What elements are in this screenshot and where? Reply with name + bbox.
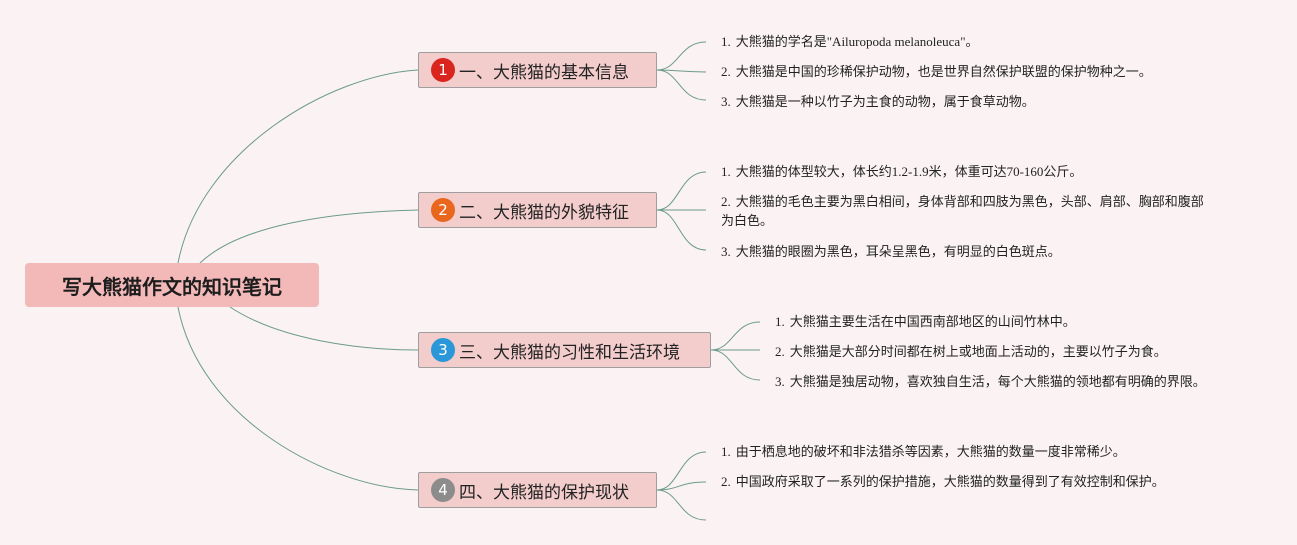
branch-1-to-leaf-3-line	[656, 69, 707, 101]
branch-4-to-leaf-1-line	[656, 451, 707, 491]
branch-topic-4[interactable]: 4 四、大熊猫的保护现状	[418, 472, 657, 508]
leaf-4-3-empty[interactable]	[721, 502, 726, 521]
branch-topic-3[interactable]: 3 三、大熊猫的习性和生活环境	[418, 332, 711, 368]
leaf-1-2[interactable]: 2.大熊猫是中国的珍稀保护动物，也是世界自然保护联盟的保护物种之一。	[721, 64, 1152, 79]
leaf-1-1[interactable]: 1.大熊猫的学名是"Ailuropoda melanoleuca"。	[721, 34, 979, 49]
leaf-3-2[interactable]: 2.大熊猫是大部分时间都在树上或地面上活动的，主要以竹子为食。	[775, 344, 1167, 359]
leaf-4-1[interactable]: 1.由于栖息地的破坏和非法猎杀等因素，大熊猫的数量一度非常稀少。	[721, 444, 1126, 459]
number-2-icon: 2	[431, 198, 455, 222]
branch-3-to-leaf-1-line	[710, 321, 761, 351]
branch-label: 一、大熊猫的基本信息	[459, 62, 629, 83]
branch-3-to-leaf-3-line	[710, 349, 761, 381]
leaf-4-2[interactable]: 2.中国政府采取了一系列的保护措施，大熊猫的数量得到了有效控制和保护。	[721, 474, 1165, 489]
number-3-icon: 3	[431, 338, 455, 362]
branch-4-to-leaf-3-line	[656, 489, 707, 521]
root-to-branch-2-line	[199, 209, 419, 264]
leaf-3-1[interactable]: 1.大熊猫主要生活在中国西南部地区的山间竹林中。	[775, 314, 1076, 329]
root-topic[interactable]: 写大熊猫作文的知识笔记	[25, 263, 319, 307]
branch-1-to-leaf-1-line	[656, 41, 707, 71]
branch-4-to-leaf-2-line	[656, 481, 707, 491]
leaf-2-2[interactable]: 2.大熊猫的毛色主要为黑白相间，身体背部和四肢为黑色，头部、肩部、胸部和腹部为白…	[721, 194, 1204, 228]
branch-label: 三、大熊猫的习性和生活环境	[459, 342, 680, 363]
leaf-1-3[interactable]: 3.大熊猫是一种以竹子为主食的动物，属于食草动物。	[721, 94, 1035, 109]
branch-label: 四、大熊猫的保护现状	[459, 482, 629, 503]
branch-topic-2[interactable]: 2 二、大熊猫的外貌特征	[418, 192, 657, 228]
leaf-2-3[interactable]: 3.大熊猫的眼圈为黑色，耳朵呈黑色，有明显的白色斑点。	[721, 244, 1061, 259]
number-1-icon: 1	[431, 58, 455, 82]
root-to-branch-1-line	[177, 69, 419, 264]
root-title: 写大熊猫作文的知识笔记	[62, 274, 282, 299]
number-4-icon: 4	[431, 478, 455, 502]
branch-2-to-leaf-3-line	[656, 209, 707, 251]
leaf-2-1[interactable]: 1.大熊猫的体型较大，体长约1.2-1.9米，体重可达70-160公斤。	[721, 164, 1083, 179]
root-to-branch-3-line	[229, 306, 419, 351]
branch-label: 二、大熊猫的外貌特征	[459, 202, 629, 223]
branch-2-to-leaf-1-line	[656, 171, 707, 211]
root-to-branch-4-line	[177, 306, 419, 491]
branch-topic-1[interactable]: 1 一、大熊猫的基本信息	[418, 52, 657, 88]
leaf-3-3[interactable]: 3.大熊猫是独居动物，喜欢独自生活，每个大熊猫的领地都有明确的界限。	[775, 374, 1206, 389]
